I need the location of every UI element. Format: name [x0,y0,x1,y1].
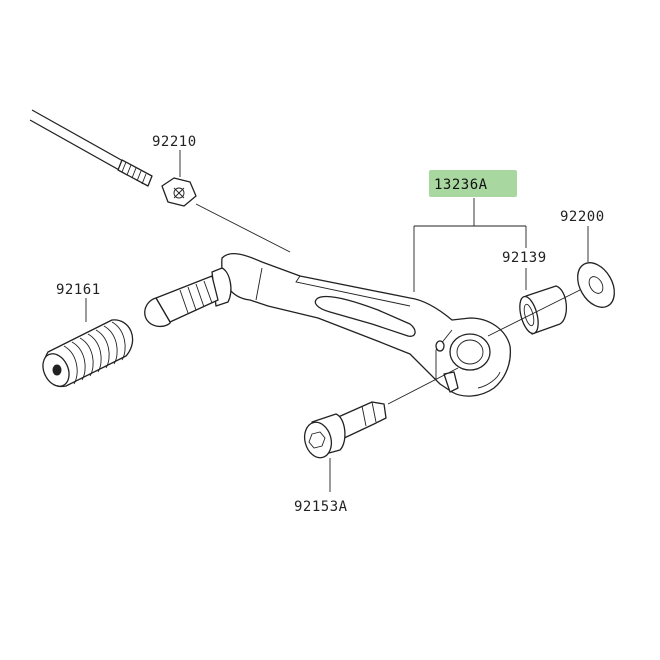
part-label-92139: 92139 [502,250,547,266]
assembly-axis-line-bolt [387,367,459,405]
shift-rod [29,109,153,187]
part-label-92210: 92210 [152,134,197,150]
assembly-axis-line-pivot [487,289,581,337]
assembly-axis-line-rod [195,203,291,253]
washer [577,262,615,308]
shift-lever [221,252,512,397]
lever-shaft [144,267,232,328]
pivot-bolt [303,401,387,459]
collar-bushing [519,285,567,335]
part-label-92200: 92200 [560,209,605,225]
leader-lines [85,150,589,492]
part-label-92153A: 92153A [294,499,348,515]
nut [161,177,197,207]
part-label-92161: 92161 [56,282,101,298]
rubber-grip [42,319,134,387]
part-label-13236A: 13236A [434,177,488,193]
highlight-box-13236A [429,170,517,197]
